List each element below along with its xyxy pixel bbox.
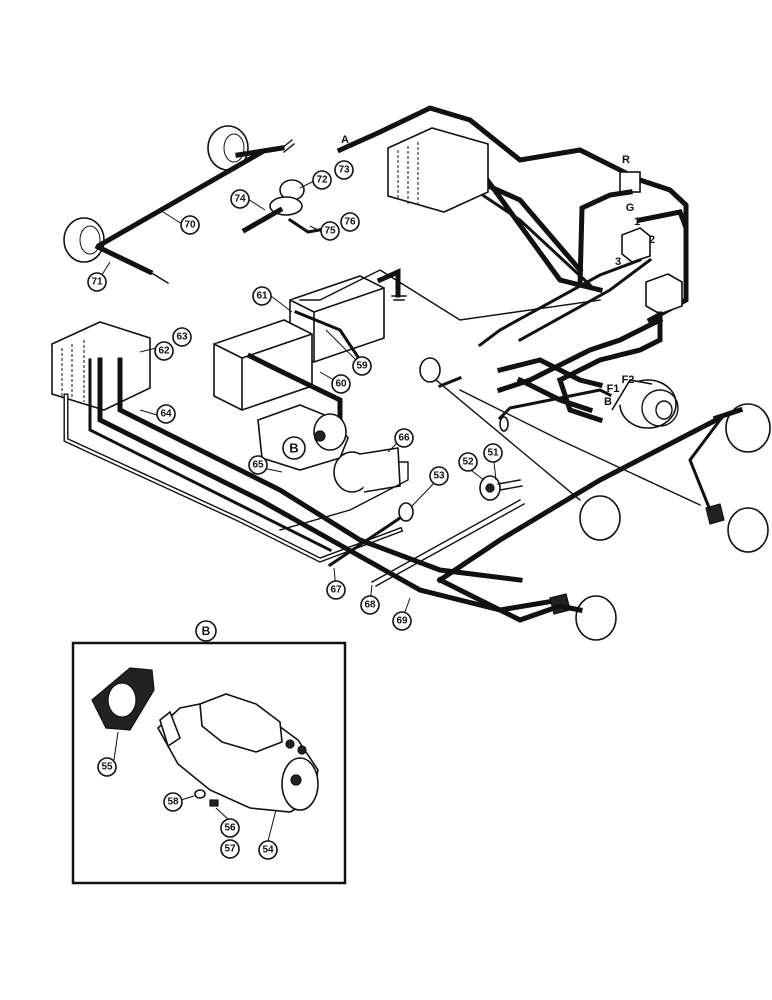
svg-text:57: 57	[224, 844, 236, 855]
callout-leaders	[97, 180, 497, 621]
callout-63: 63	[172, 327, 192, 347]
relay-R	[619, 171, 641, 193]
callout-74: 74	[230, 189, 250, 209]
part-52	[479, 475, 523, 501]
callout-66: 66	[394, 428, 414, 448]
wire-letter-1: 1	[634, 216, 640, 228]
callout-71: 71	[87, 272, 107, 292]
round-sensor	[419, 357, 462, 388]
harness-68	[371, 499, 525, 587]
callout-57: 57	[220, 839, 240, 859]
harness-69	[429, 374, 724, 623]
callout-51: 51	[483, 443, 503, 463]
wire-letter-3: 3	[615, 256, 621, 268]
part-66	[279, 447, 409, 531]
svg-text:74: 74	[234, 194, 246, 205]
bolt-58	[194, 789, 206, 799]
svg-text:52: 52	[462, 457, 474, 468]
rear-lamp-right-mid	[579, 495, 621, 541]
svg-text:68: 68	[364, 600, 376, 611]
svg-text:73: 73	[338, 165, 350, 176]
junction-box-upper	[387, 127, 489, 213]
starter-motor-detail-54	[156, 693, 319, 813]
rear-lamp-bottom	[549, 593, 617, 641]
starter-detail-marker-text: B	[289, 441, 298, 456]
callout-55: 55	[97, 757, 117, 777]
callout-60: 60	[331, 374, 351, 394]
part-53	[327, 502, 414, 568]
callout-54: 54	[258, 840, 278, 860]
bolt-56	[209, 799, 219, 807]
relay-wiring	[477, 189, 689, 394]
battery-cables	[246, 268, 601, 423]
svg-text:67: 67	[330, 585, 342, 596]
callout-65: 65	[248, 455, 268, 475]
callout-75: 75	[320, 221, 340, 241]
callout-68: 68	[360, 595, 380, 615]
svg-text:75: 75	[324, 226, 336, 237]
sensor-probe	[497, 388, 613, 432]
callout-56: 56	[220, 818, 240, 838]
relay-block	[645, 273, 683, 315]
svg-text:63: 63	[176, 332, 188, 343]
callout-58: 58	[163, 792, 183, 812]
svg-text:69: 69	[396, 616, 408, 627]
wire-letter-2: 2	[649, 234, 655, 246]
wire-letter-B: B	[604, 396, 612, 408]
relay-1	[621, 227, 651, 263]
callout-73: 73	[334, 160, 354, 180]
horn-72	[269, 179, 305, 216]
svg-text:55: 55	[101, 762, 113, 773]
svg-text:53: 53	[433, 471, 445, 482]
callout-72: 72	[312, 170, 332, 190]
callout-59: 59	[352, 356, 372, 376]
callout-69: 69	[392, 611, 412, 631]
svg-text:51: 51	[487, 448, 499, 459]
rear-lamp-right-lower	[705, 503, 769, 553]
harness-70	[94, 139, 295, 284]
svg-text:65: 65	[252, 460, 264, 471]
svg-text:64: 64	[160, 409, 172, 420]
detail-view-B: B	[71, 620, 347, 885]
rear-lamp-right-upper	[712, 403, 771, 453]
svg-text:59: 59	[356, 361, 368, 372]
starter-detail-marker: B	[282, 436, 306, 460]
svg-text:56: 56	[224, 823, 236, 834]
svg-text:76: 76	[344, 217, 356, 228]
svg-text:72: 72	[316, 175, 328, 186]
svg-text:62: 62	[158, 346, 170, 357]
starter-motor	[257, 404, 349, 471]
gasket-55	[91, 667, 155, 731]
svg-text:58: 58	[167, 797, 179, 808]
svg-text:70: 70	[184, 220, 196, 231]
callout-53: 53	[429, 466, 449, 486]
detail-view-label: B	[202, 624, 211, 638]
wire-letter-F2: F2	[622, 374, 635, 386]
generator-wiring	[496, 357, 604, 424]
callout-70: 70	[180, 215, 200, 235]
rear-lamp-lower-left	[63, 217, 105, 263]
callout-64: 64	[156, 404, 176, 424]
wire-letter-A: A	[341, 134, 349, 146]
wire-letter-F1: F1	[607, 383, 620, 395]
harness-top	[336, 105, 689, 324]
callout-76: 76	[340, 212, 360, 232]
callout-62: 62	[154, 341, 174, 361]
callout-61: 61	[252, 286, 272, 306]
wire-letter-G: G	[626, 202, 635, 214]
rear-lamp-upper-left	[207, 125, 249, 171]
svg-text:54: 54	[262, 845, 274, 856]
svg-text:66: 66	[398, 433, 410, 444]
svg-text:71: 71	[91, 277, 103, 288]
svg-text:60: 60	[335, 379, 347, 390]
svg-text:61: 61	[256, 291, 268, 302]
callout-67: 67	[326, 580, 346, 600]
callout-52: 52	[458, 452, 478, 472]
generator	[611, 379, 679, 429]
wire-letter-R: R	[622, 154, 630, 166]
